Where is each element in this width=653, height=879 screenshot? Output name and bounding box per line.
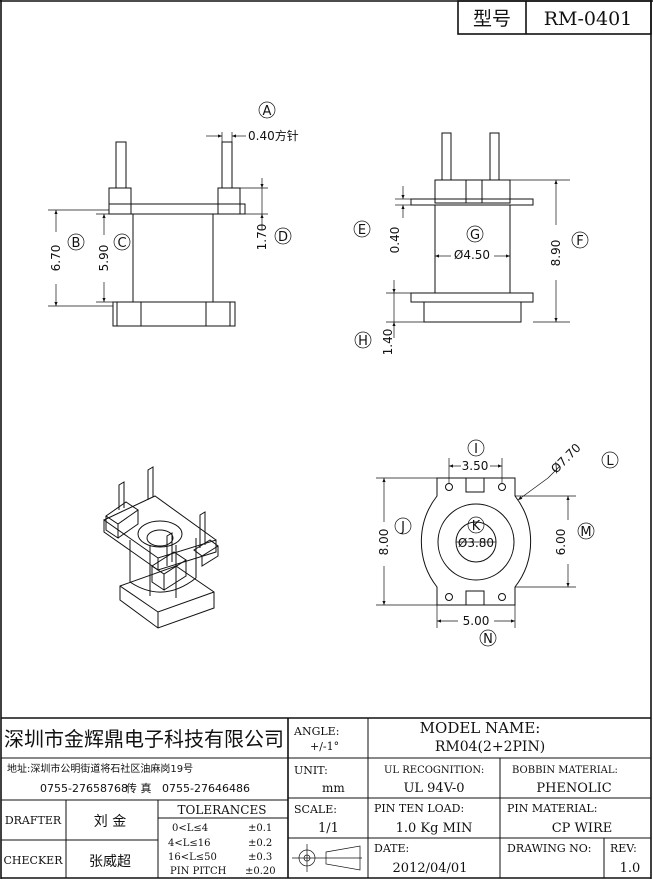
scale-label: SCALE: [294, 803, 337, 816]
dim-d: 1.70 [255, 224, 269, 251]
pin-load-value: 1.0 Kg MIN [396, 821, 473, 836]
projection-symbol-icon [292, 844, 362, 872]
tol-range: 16<L≤50 [168, 852, 217, 863]
svg-text:D: D [278, 230, 288, 245]
angle-label: ANGLE: [293, 725, 339, 738]
dim-n: 5.00 [463, 614, 490, 628]
unit-value: mm [322, 781, 345, 795]
model-name-label: MODEL NAME: [420, 719, 541, 737]
dim-k: Ø3.80 [458, 536, 494, 550]
drafter-name: 刘 金 [94, 814, 126, 830]
tol-range: PIN PITCH [170, 866, 227, 877]
label-d: D [274, 227, 292, 245]
label-e: E [353, 220, 371, 238]
dim-m: 6.00 [554, 529, 568, 556]
date-value: 2012/04/01 [393, 861, 468, 876]
tolerances-label: TOLERANCES [178, 803, 267, 817]
svg-text:F: F [576, 234, 583, 249]
pin-material-value: CP WIRE [552, 821, 613, 836]
company-name: 深圳市金辉鼎电子科技有限公司 [4, 727, 284, 751]
svg-text:A: A [263, 104, 272, 119]
label-m: M [577, 522, 595, 540]
rev-label: REV: [610, 842, 637, 855]
svg-text:H: H [358, 334, 368, 349]
title-block: 深圳市金辉鼎电子科技有限公司 地址:深圳市公明街道将石社区油麻岗19号 0755… [1, 717, 651, 879]
isometric-view [103, 466, 219, 629]
angle-value: +/-1° [310, 740, 339, 753]
dim-f: 8.90 [549, 240, 563, 267]
checker-label: CHECKER [4, 854, 64, 867]
front-view: 0.40方针 6.70 5.90 1.70 A B C D [48, 101, 299, 327]
label-h: H [354, 331, 372, 349]
unit-label: UNIT: [294, 764, 328, 777]
label-l: L [601, 451, 619, 469]
label-j: J [394, 517, 412, 535]
company-fax: 0755-27646486 [162, 782, 250, 795]
svg-text:L: L [606, 454, 614, 469]
dim-e: 0.40 [388, 227, 402, 254]
drafter-label: DRAFTER [5, 814, 62, 827]
label-g: G [466, 225, 484, 243]
dim-h: 1.40 [381, 329, 395, 356]
label-n: N [479, 629, 497, 647]
side-view: 0.40 Ø4.50 8.90 1.40 E G F H [353, 132, 589, 356]
svg-text:B: B [72, 236, 81, 251]
tolerance-rows: 0<L≤4 ±0.1 4<L≤16 ±0.2 16<L≤50 ±0.3 PIN … [168, 823, 276, 877]
label-f: F [571, 231, 589, 249]
dim-i: 3.50 [462, 459, 489, 473]
label-b: B [67, 233, 85, 251]
svg-text:J: J [400, 520, 405, 535]
ul-value: UL 94V-0 [403, 781, 464, 796]
checker-name: 张威超 [89, 854, 131, 870]
label-k: K [467, 516, 485, 534]
bobbin-value: PHENOLIC [536, 781, 611, 796]
drawing-no-label: DRAWING NO: [507, 842, 592, 855]
company-address: 地址:深圳市公明街道将石社区油麻岗19号 [7, 762, 193, 775]
dim-b: 6.70 [49, 245, 63, 272]
dim-pin-size: 0.40方针 [248, 128, 299, 143]
tol-range: 4<L≤16 [168, 838, 211, 849]
dim-j: 8.00 [377, 529, 391, 556]
ul-label: UL RECOGNITION: [384, 765, 484, 776]
svg-text:C: C [117, 236, 126, 251]
tol-value: ±0.20 [245, 866, 276, 877]
label-c: C [113, 233, 131, 251]
dim-c: 5.90 [97, 245, 111, 272]
scale-value: 1/1 [318, 821, 339, 836]
tol-value: ±0.2 [248, 838, 272, 849]
company-tel: 0755-27658768 [40, 782, 128, 795]
svg-text:G: G [470, 228, 480, 243]
svg-text:K: K [472, 519, 481, 534]
tol-range: 0<L≤4 [172, 823, 208, 834]
label-a: A [258, 101, 276, 119]
tol-value: ±0.3 [248, 852, 272, 863]
fax-label: 传 真 [126, 781, 152, 795]
pin-load-label: PIN TEN LOAD: [374, 802, 464, 815]
svg-text:N: N [483, 632, 493, 647]
model-code: RM-0401 [544, 8, 633, 30]
bobbin-label: BOBBIN MATERIAL: [512, 765, 618, 776]
tol-value: ±0.1 [248, 823, 272, 834]
svg-text:E: E [358, 223, 366, 238]
label-i: I [467, 439, 485, 457]
svg-text:I: I [474, 442, 478, 457]
pin-material-label: PIN MATERIAL: [507, 802, 597, 815]
date-label: DATE: [374, 842, 409, 855]
rev-value: 1.0 [620, 861, 641, 876]
svg-text:M: M [580, 525, 591, 540]
model-name-value: RM04(2+2PIN) [435, 739, 545, 755]
dim-g: Ø4.50 [454, 248, 490, 262]
top-view: 3.50 Ø7.70 8.00 Ø3.80 6.00 5.00 I L J K … [376, 439, 619, 647]
type-label: 型号 [473, 8, 511, 30]
dim-l: Ø7.70 [548, 441, 583, 476]
header-box: 型号 RM-0401 [457, 0, 652, 35]
